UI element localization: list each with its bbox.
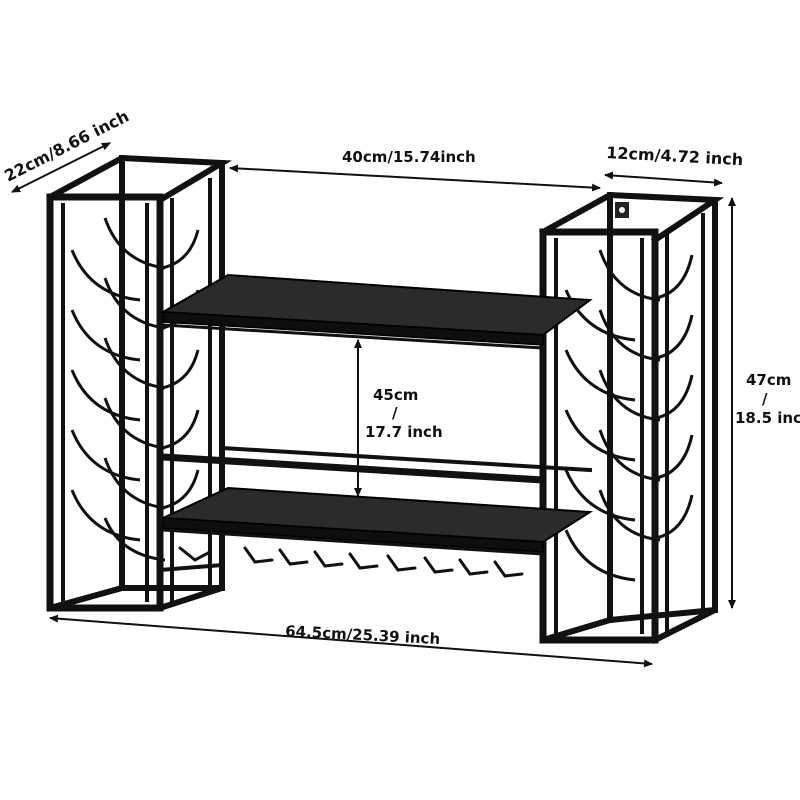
total-width-label: 64.5cm/25.39 inch	[285, 622, 441, 648]
column-width-arrow	[604, 171, 723, 187]
stemware-hooks	[178, 546, 524, 578]
shelf-width-arrow	[229, 164, 601, 192]
shelf-gap-separator: /	[392, 404, 398, 422]
right-wine-column	[538, 191, 725, 645]
height-inch-label: 18.5 inch	[735, 409, 800, 427]
depth-label: 22cm/8.66 inch	[1, 106, 132, 185]
height-separator: /	[762, 390, 768, 408]
column-width-label: 12cm/4.72 inch	[606, 143, 744, 169]
total-width-arrow	[49, 614, 653, 668]
depth-arrow	[11, 142, 111, 193]
shelf-width-label: 40cm/15.74inch	[342, 148, 476, 166]
shelf-gap-cm-label: 45cm	[373, 386, 418, 404]
middle-rail	[159, 445, 593, 484]
lower-shelf	[161, 486, 594, 556]
upper-shelf	[159, 273, 593, 350]
right-bottle-cradles	[564, 249, 694, 582]
shelf-gap-inch-label: 17.7 inch	[365, 423, 443, 441]
left-wine-column	[45, 154, 233, 612]
left-bottle-cradles	[70, 217, 200, 562]
dimension-arrows	[11, 142, 736, 668]
height-cm-label: 47cm	[746, 371, 791, 389]
